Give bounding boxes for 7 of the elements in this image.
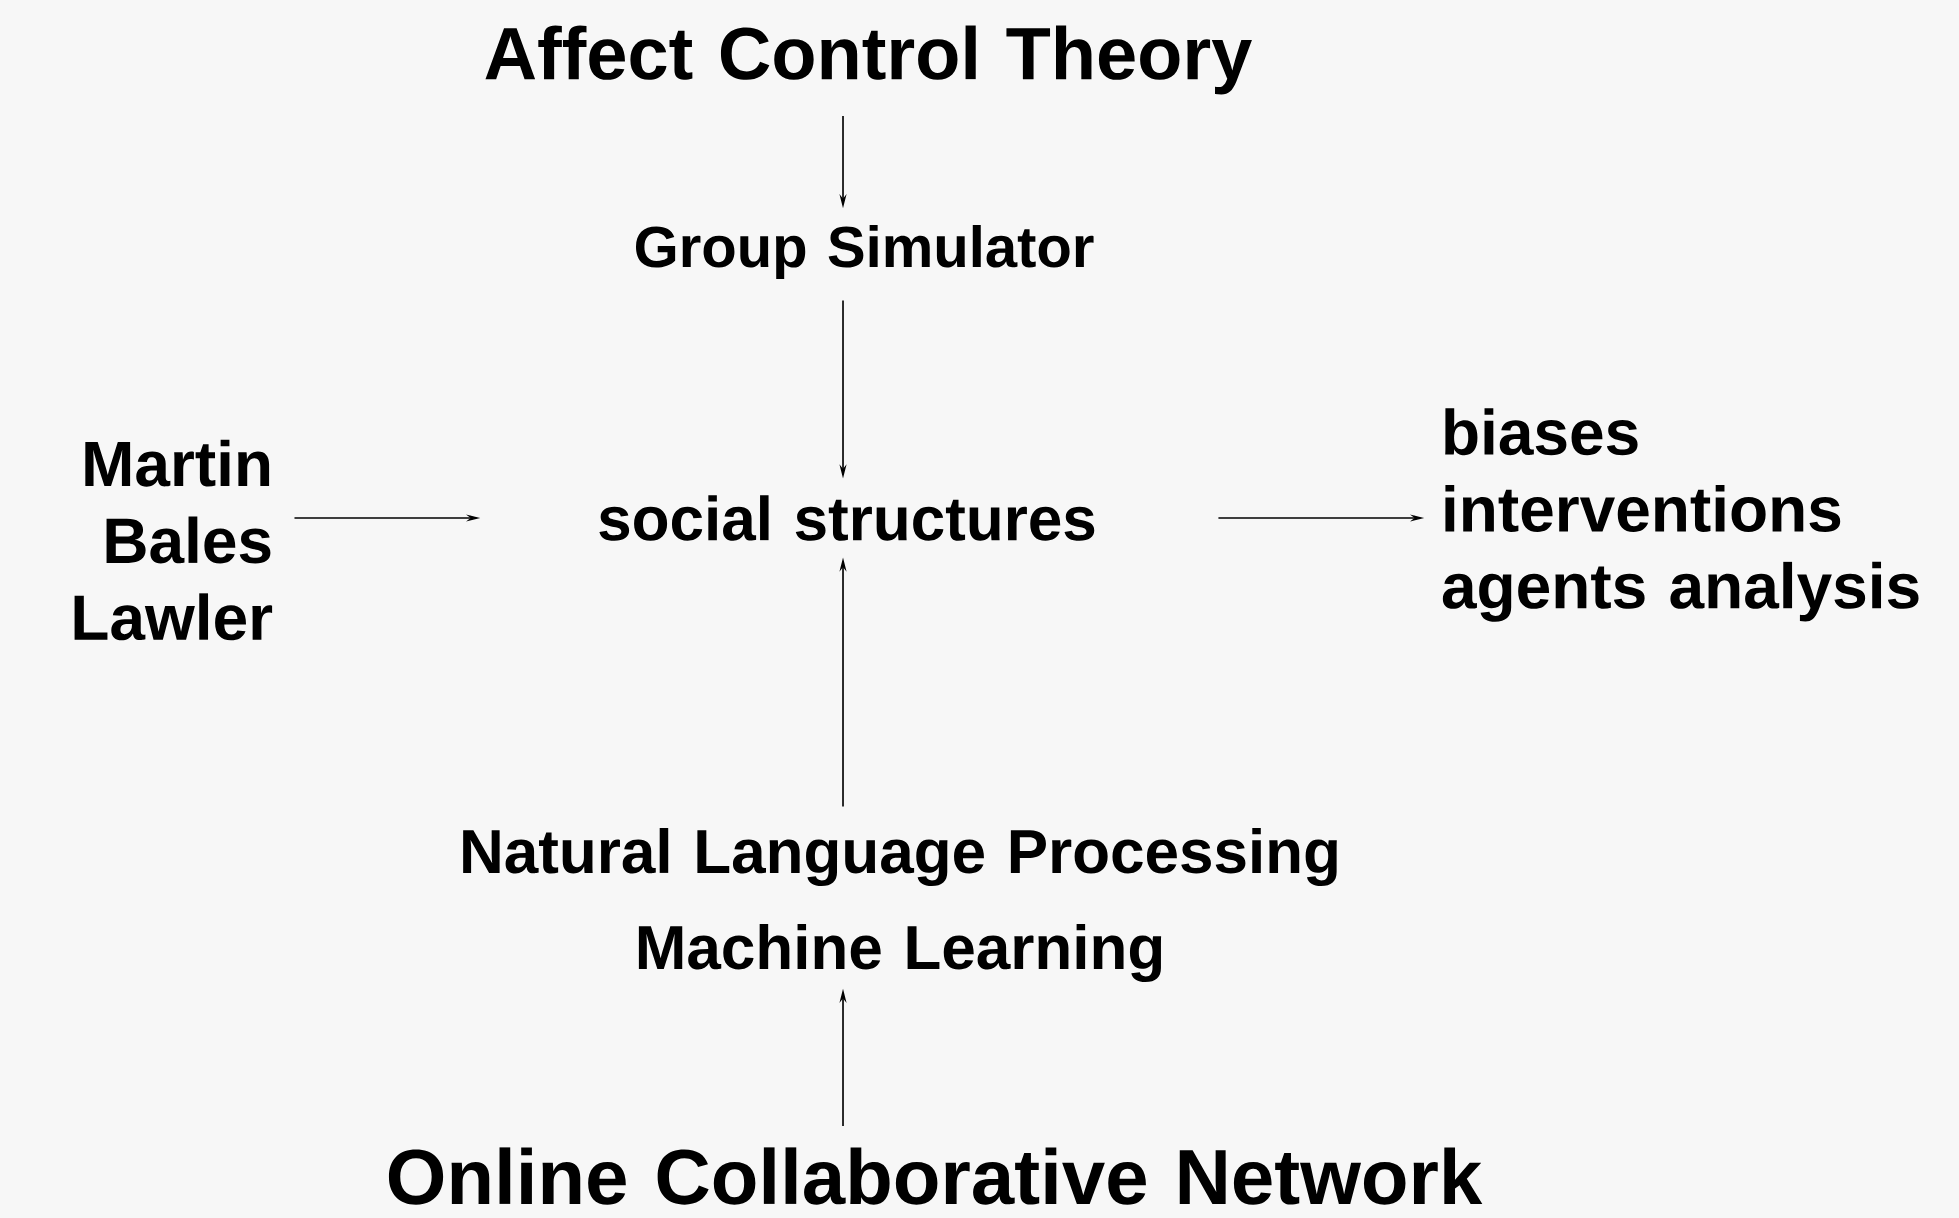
heading: Online Collaborative Network: [388, 1147, 1483, 1205]
heading: Affect Control Theory: [485, 25, 1252, 95]
text-label: Martin Bales Lawler: [74, 439, 273, 641]
text-label: biases interventions agents analysis: [1442, 408, 1919, 622]
text-label: social structures: [599, 495, 1095, 541]
text-label: Group Simulator: [636, 225, 1094, 280]
text-label: Natural Language Processing Machine Learning: [463, 828, 1337, 983]
